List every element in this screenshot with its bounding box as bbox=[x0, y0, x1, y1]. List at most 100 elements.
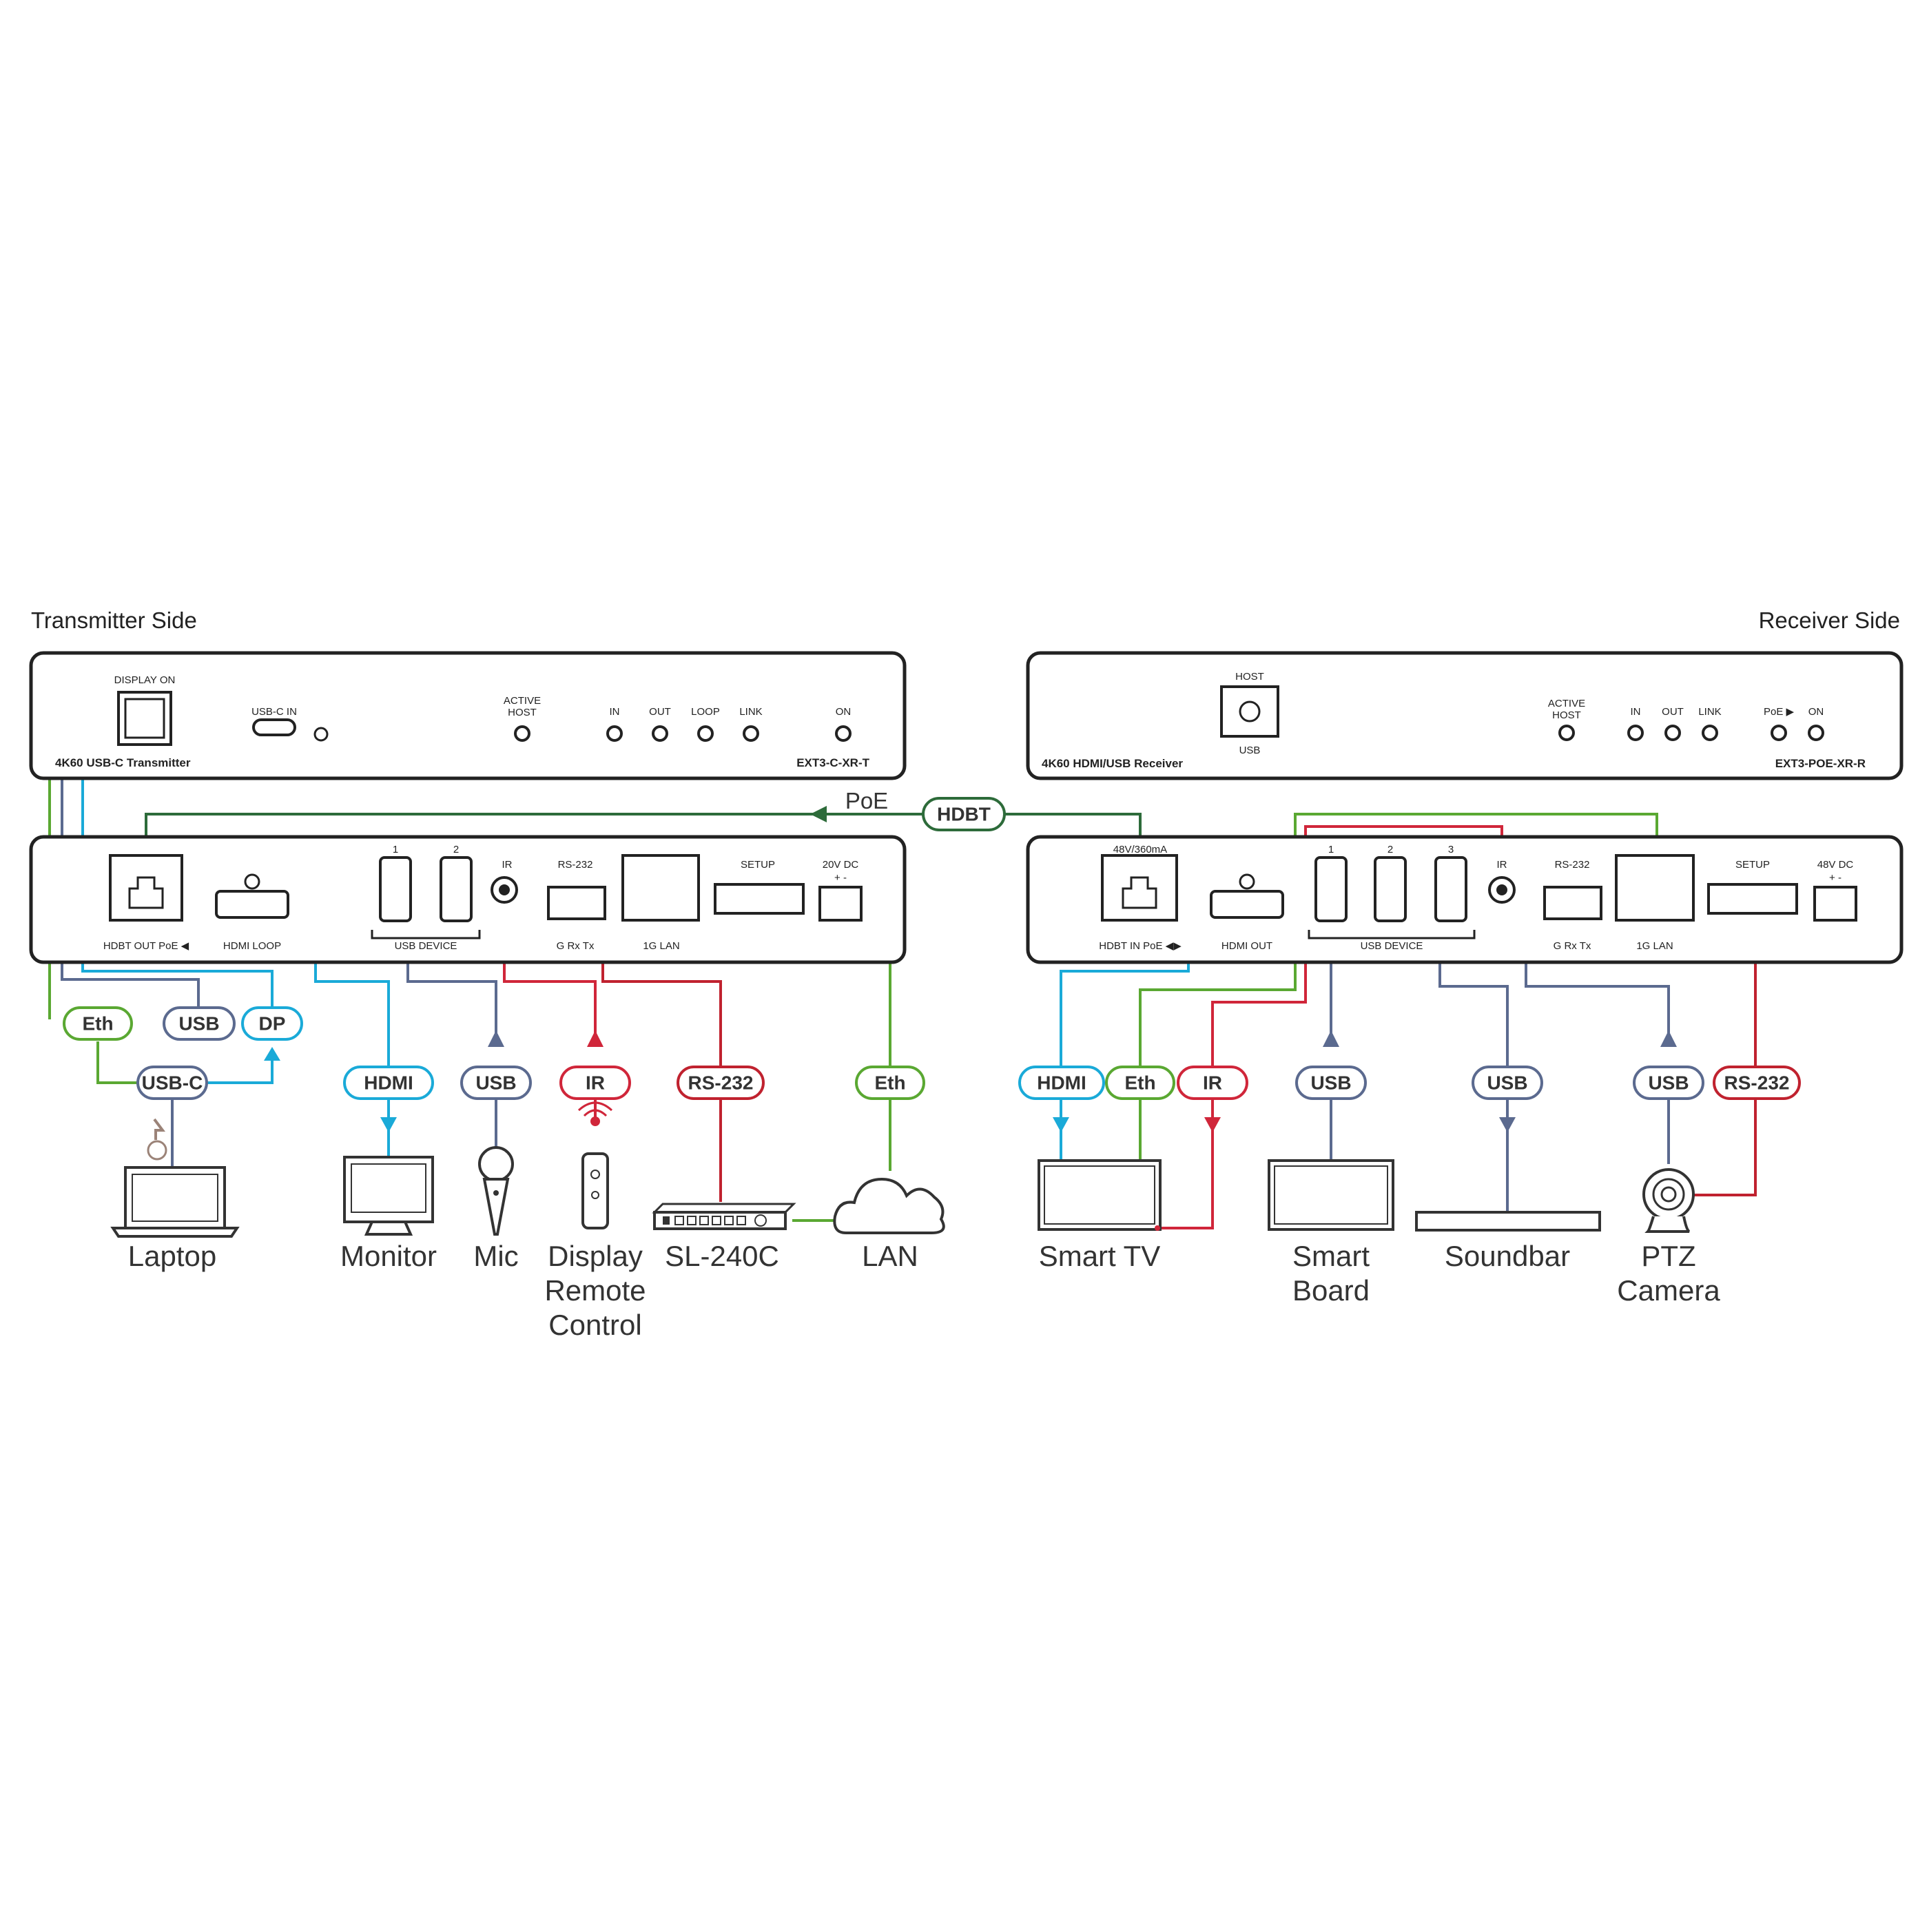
hdbt-pill-label: HDBT bbox=[937, 804, 991, 825]
rx-cam-usb-pill bbox=[1633, 1066, 1704, 1100]
loop-led bbox=[697, 725, 714, 742]
receiver-front-panel: HOST USB ACTIVE HOST IN OUT LINK PoE ▶ O… bbox=[1026, 651, 1904, 780]
tx-rs232-pill bbox=[677, 1066, 765, 1100]
tx-dp-pill-label: DP bbox=[259, 1013, 286, 1035]
rs232-port[interactable] bbox=[547, 886, 606, 920]
tx-usbc-pill bbox=[136, 1066, 208, 1100]
rx-on-led bbox=[1808, 725, 1824, 741]
hdbt-in-port[interactable] bbox=[1101, 854, 1178, 922]
mic-icon bbox=[478, 1146, 514, 1236]
rx-hdmi-lock-icon bbox=[1239, 873, 1255, 890]
rx-board-usb-pill bbox=[1295, 1066, 1367, 1100]
rs232-label: RS-232 bbox=[558, 859, 593, 871]
in-led bbox=[606, 725, 623, 742]
rx-usb-device-bracket bbox=[1308, 930, 1476, 939]
rx-ir-label: IR bbox=[1497, 859, 1507, 871]
rx-active-host-label-1: ACTIVE bbox=[1548, 698, 1585, 709]
transmitter-title: 4K60 USB-C Transmitter bbox=[55, 756, 191, 769]
usbc-in-port[interactable] bbox=[252, 718, 296, 736]
laptop-icon bbox=[110, 1118, 240, 1238]
rx-ir-pill-label: IR bbox=[1203, 1072, 1222, 1094]
active-host-led bbox=[514, 725, 530, 742]
rx-link-label: LINK bbox=[1698, 706, 1721, 718]
ir-label: IR bbox=[502, 859, 513, 871]
rx-poe-label: PoE ▶ bbox=[1764, 706, 1795, 718]
rx-usb-device-2-port[interactable] bbox=[1374, 856, 1407, 922]
rj45-icon bbox=[128, 876, 164, 909]
rx-in-led bbox=[1627, 725, 1644, 741]
sl240c-icon bbox=[652, 1203, 796, 1230]
hdbt-out-label: HDBT OUT PoE ◀ bbox=[103, 940, 189, 952]
hdbt-out-port[interactable] bbox=[109, 854, 183, 922]
out-label: OUT bbox=[649, 706, 671, 718]
rx-g-rx-tx-label: G Rx Tx bbox=[1554, 940, 1591, 952]
rx-hdmi-pill bbox=[1018, 1066, 1105, 1100]
rx-usb-device-1-port[interactable] bbox=[1314, 856, 1348, 922]
dc-pm-label: + - bbox=[834, 872, 847, 884]
dc-power-port[interactable] bbox=[818, 886, 863, 922]
tx-lan-eth-pill bbox=[855, 1066, 925, 1100]
remote-control-icon bbox=[577, 1101, 613, 1229]
transmitter-rear-panel: HDBT OUT PoE ◀ HDMI LOOP 1 2 USB DEVICE … bbox=[29, 835, 907, 964]
tx-mic-usb-pill bbox=[460, 1066, 532, 1100]
rx-usb-3-label: 3 bbox=[1448, 844, 1454, 855]
tx-hdmi-pill bbox=[343, 1066, 434, 1100]
laptop-label: Laptop bbox=[128, 1240, 216, 1272]
remote-label-3: Control bbox=[548, 1309, 641, 1341]
rx-lan-port[interactable] bbox=[1615, 854, 1695, 922]
hdbt-link-wire bbox=[145, 813, 1142, 854]
lan-port[interactable] bbox=[621, 854, 700, 922]
rx-usb-device-3-port[interactable] bbox=[1434, 856, 1467, 922]
tx-ir-pill-label: IR bbox=[586, 1072, 605, 1094]
hdmi-loop-port[interactable] bbox=[215, 890, 289, 919]
rx-dc-power-port[interactable] bbox=[1813, 886, 1857, 922]
active-host-label-2: HOST bbox=[508, 707, 537, 718]
usb-device-label: USB DEVICE bbox=[395, 940, 457, 952]
loop-label: LOOP bbox=[691, 706, 720, 718]
rx-rj45-icon bbox=[1122, 876, 1157, 909]
rx-rs232-port[interactable] bbox=[1543, 886, 1602, 920]
usbc-in-label: USB-C IN bbox=[251, 706, 297, 718]
hdmi-lock-icon bbox=[244, 873, 260, 890]
usb-device-1-port[interactable] bbox=[379, 856, 412, 922]
usb-b-icon bbox=[1239, 700, 1261, 723]
rx-eth-pill-label: Eth bbox=[1124, 1072, 1155, 1094]
tx-rs232-pill-label: RS-232 bbox=[688, 1072, 754, 1094]
on-led bbox=[835, 725, 852, 742]
ir-arrow bbox=[587, 1030, 604, 1047]
hdmi-out-label: HDMI OUT bbox=[1221, 940, 1272, 952]
usb-label: USB bbox=[1239, 745, 1261, 756]
transmitter-model: EXT3-C-XR-T bbox=[796, 756, 869, 769]
on-label: ON bbox=[836, 706, 852, 718]
rx-usb-device-label: USB DEVICE bbox=[1361, 940, 1423, 952]
rx-setup-dip-switch[interactable] bbox=[1707, 883, 1798, 915]
display-on-label: DISPLAY ON bbox=[114, 674, 176, 686]
display-on-button[interactable] bbox=[117, 691, 172, 746]
rx-cam-usb-pill-label: USB bbox=[1648, 1072, 1689, 1094]
setup-dip-switch[interactable] bbox=[714, 883, 805, 915]
poe-arrow bbox=[810, 806, 827, 822]
hdmi-out-port[interactable] bbox=[1210, 890, 1284, 919]
ptz-camera-label-1: PTZ bbox=[1641, 1240, 1695, 1272]
transmitter-side-title: Transmitter Side bbox=[31, 607, 197, 633]
rx-rs232-pill bbox=[1713, 1066, 1801, 1100]
out-led bbox=[652, 725, 668, 742]
rx-out-label: OUT bbox=[1662, 706, 1684, 718]
usb-2-label: 2 bbox=[453, 844, 459, 855]
receiver-title: 4K60 HDMI/USB Receiver bbox=[1042, 757, 1183, 770]
power-charge-icon bbox=[153, 1118, 165, 1140]
soundbar-label: Soundbar bbox=[1445, 1240, 1570, 1272]
tx-usbc-pill-label: USB-C bbox=[142, 1072, 203, 1094]
rx-sound-usb-pill-label: USB bbox=[1487, 1072, 1527, 1094]
link-label: LINK bbox=[739, 706, 762, 718]
smart-board-label-1: Smart bbox=[1292, 1240, 1370, 1272]
rx-link-led bbox=[1702, 725, 1718, 741]
lan-label: 1G LAN bbox=[643, 940, 679, 952]
usb-device-2-port[interactable] bbox=[440, 856, 473, 922]
rx-out-led bbox=[1664, 725, 1681, 741]
in-label: IN bbox=[610, 706, 620, 718]
receiver-model: EXT3-POE-XR-R bbox=[1775, 757, 1866, 770]
smart-board-label-2: Board bbox=[1292, 1274, 1370, 1307]
setup-label: SETUP bbox=[741, 859, 775, 871]
